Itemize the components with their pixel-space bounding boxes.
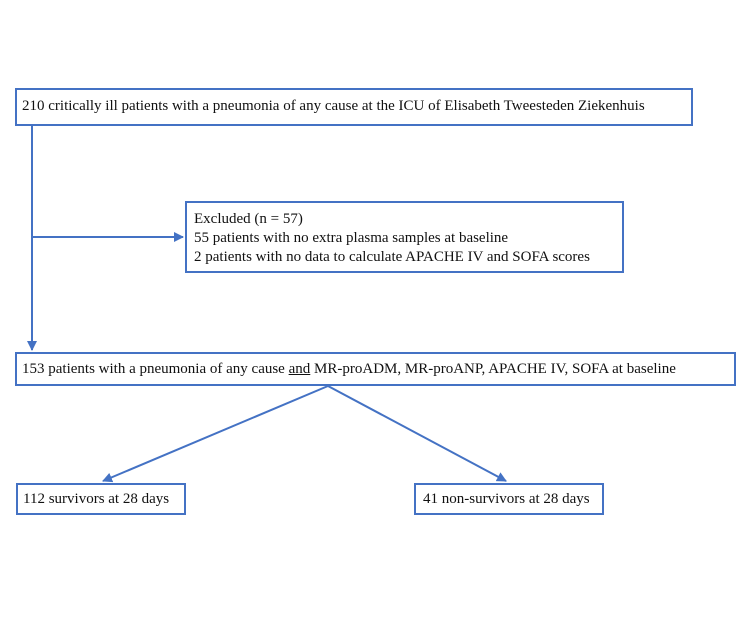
included-cohort-text-end: MR-proADM, MR-proANP, APACHE IV, SOFA at… [310,361,676,377]
survivors-box: 112 survivors at 28 days [16,483,186,515]
arrow-to-survivors [102,385,329,483]
included-cohort-text-start: 153 patients with a pneumonia of any cau… [22,361,289,377]
included-cohort-underlined-and: and [288,361,311,377]
excluded-reason-plasma: 55 patients with no extra plasma samples… [194,230,509,246]
excluded-reason-scores: 2 patients with no data to calculate APA… [194,249,590,265]
initial-cohort-text: 210 critically ill patients with a pneum… [22,98,645,114]
survivors-text: 112 survivors at 28 days [23,491,170,507]
arrow-to-non-survivors [327,385,507,482]
initial-cohort-box: 210 critically ill patients with a pneum… [15,88,693,126]
non-survivors-text: 41 non-survivors at 28 days [423,491,590,507]
included-cohort-box: 153 patients with a pneumonia of any cau… [15,352,736,386]
excluded-heading: Excluded (n = 57) [194,211,303,227]
non-survivors-box: 41 non-survivors at 28 days [414,483,604,515]
excluded-box: Excluded (n = 57) 55 patients with no ex… [185,201,624,273]
